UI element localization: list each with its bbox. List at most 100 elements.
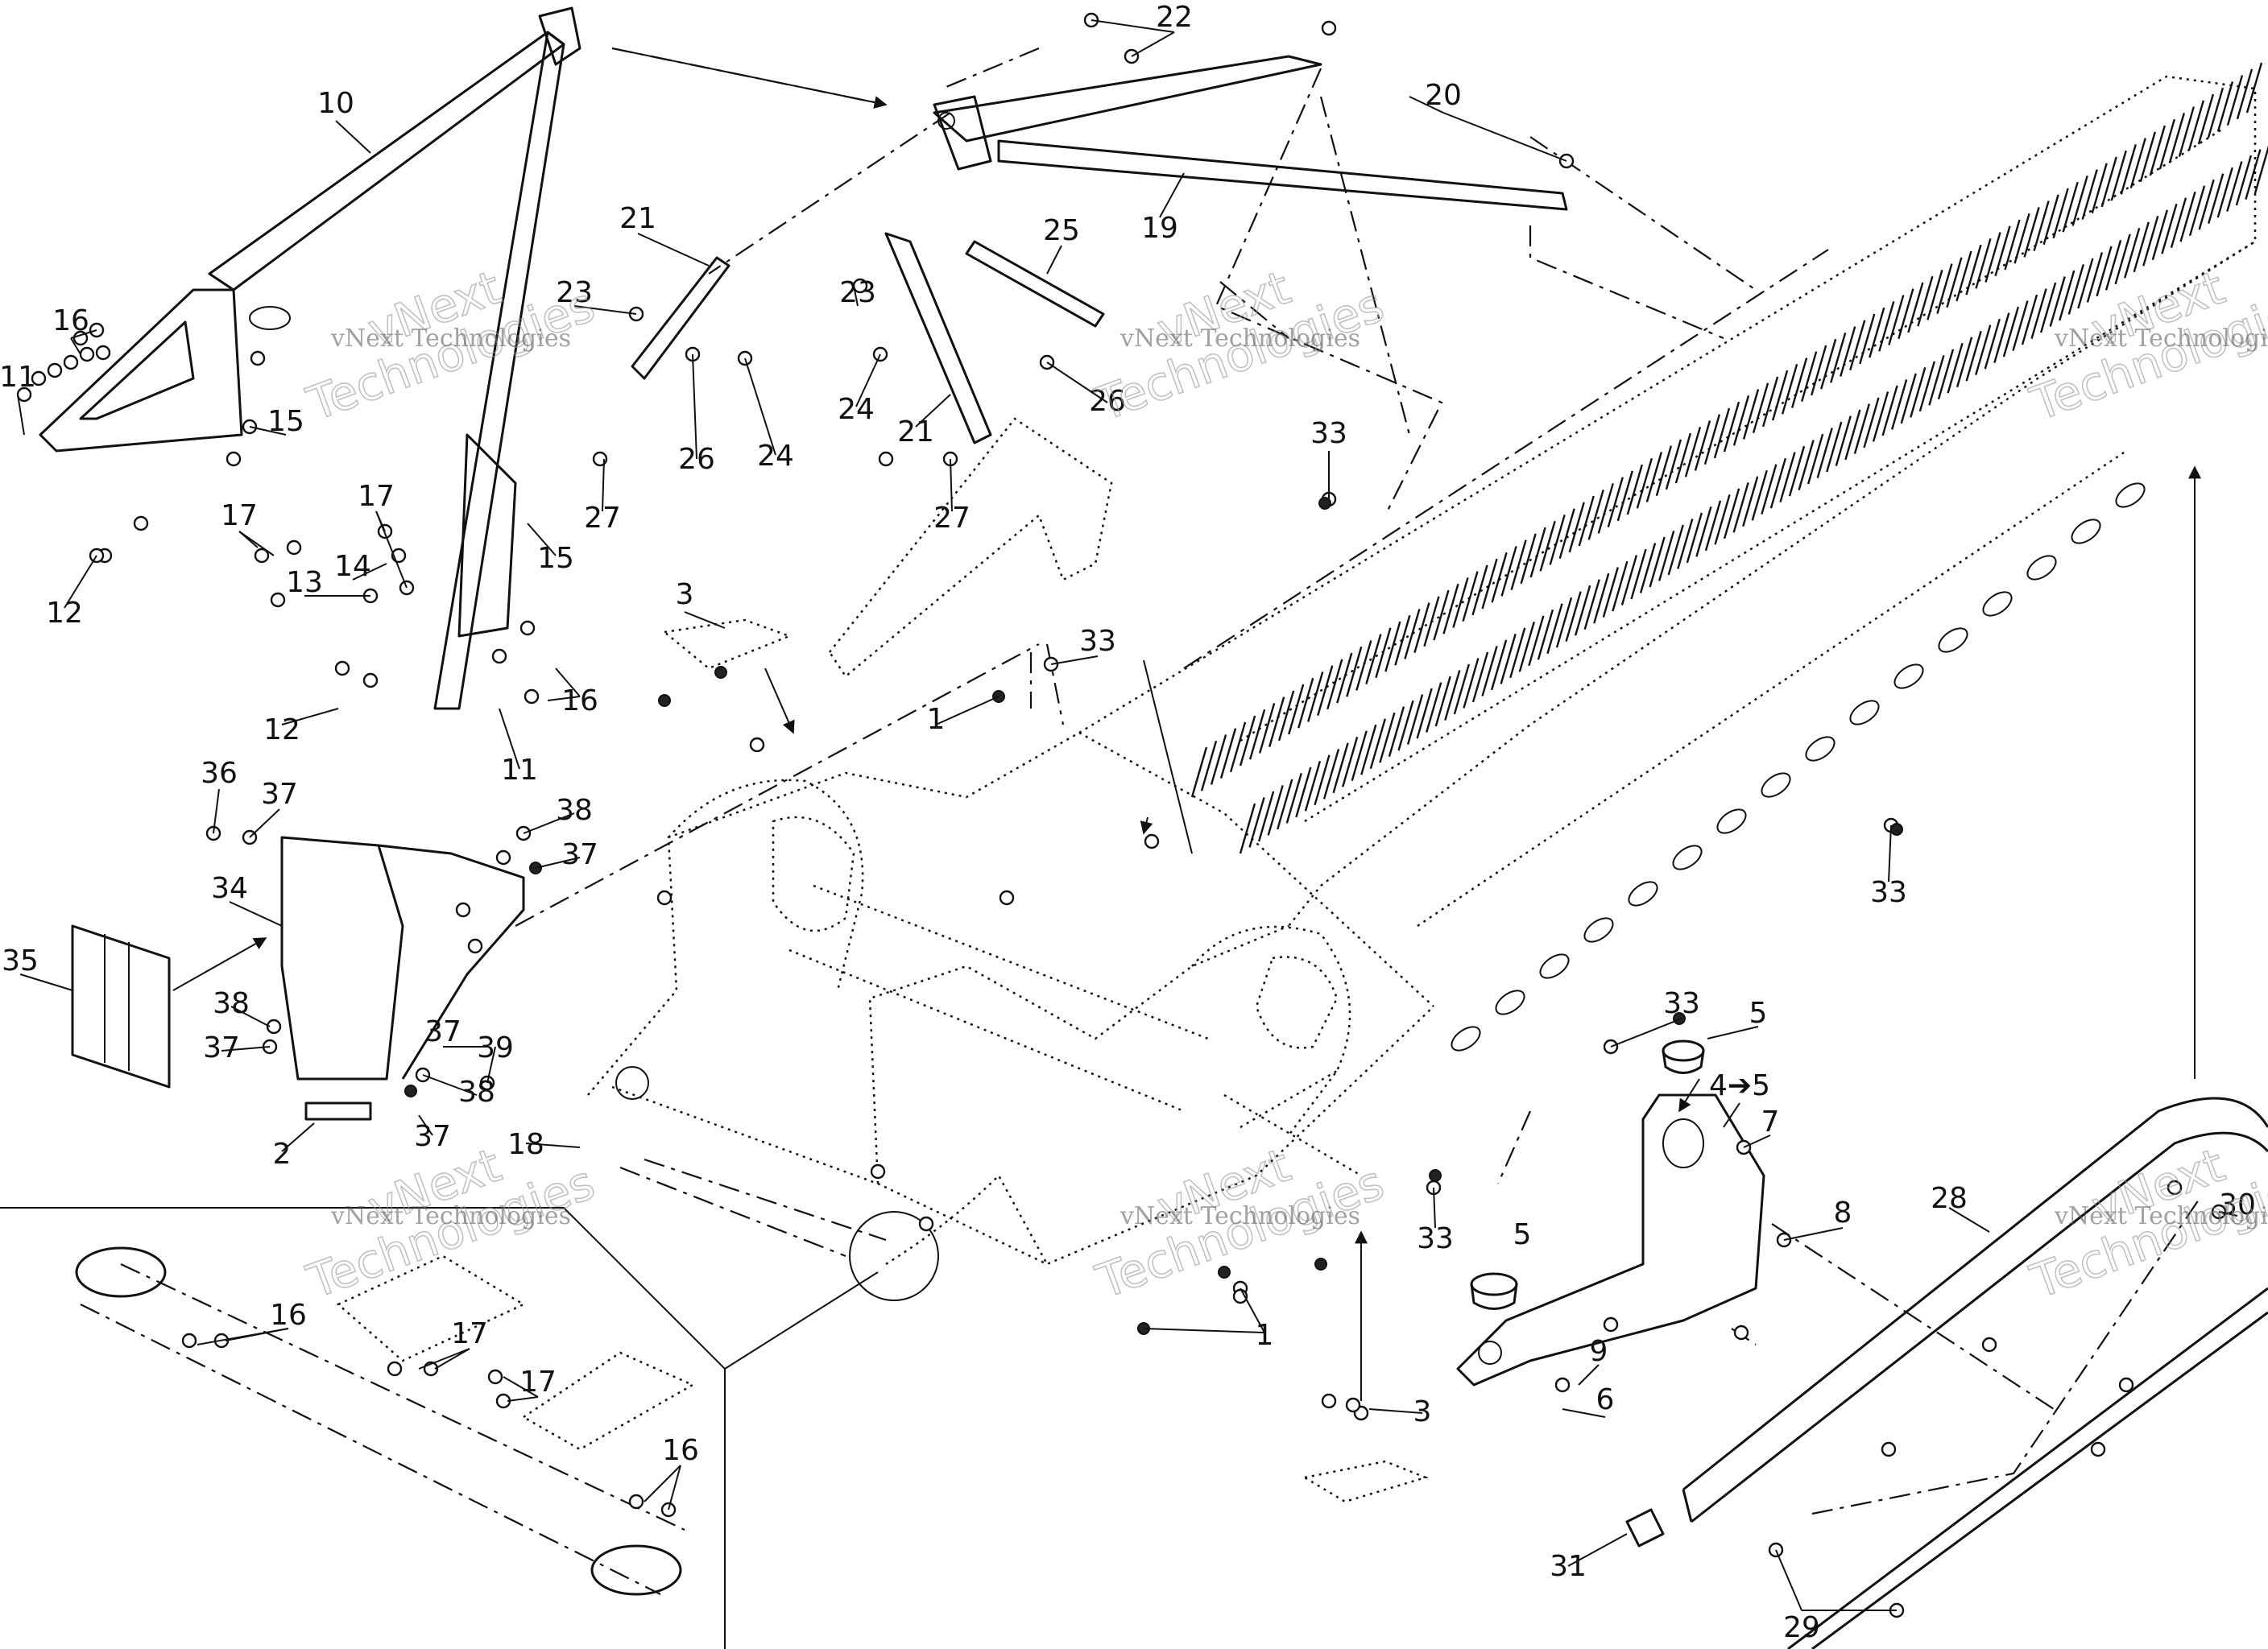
engine-mount-4 — [1456, 1093, 1765, 1387]
shaft-25 — [965, 240, 1105, 328]
callout-33: 33 — [1870, 876, 1907, 909]
callout-22: 22 — [1156, 1, 1193, 34]
callout-36: 36 — [201, 757, 238, 790]
callout-4-to-5: 4➔5 — [1709, 1069, 1770, 1102]
callout-24: 24 — [757, 440, 794, 473]
watermark-caption: vNext Technologies — [2054, 324, 2268, 353]
callout-20: 20 — [1425, 79, 1462, 112]
heat-shield-34 — [280, 836, 525, 1121]
callout-38: 38 — [556, 794, 593, 827]
bracket-21-right — [884, 232, 992, 444]
callout-7: 7 — [1761, 1106, 1780, 1139]
callout-18: 18 — [507, 1128, 544, 1161]
callout-26: 26 — [678, 443, 715, 476]
direction-arrows — [172, 48, 2201, 1401]
callout-15: 15 — [267, 405, 304, 438]
chassis-frame — [587, 731, 1434, 1301]
callout-14: 14 — [334, 550, 371, 583]
callout-21: 21 — [619, 202, 656, 235]
callout-38: 38 — [458, 1076, 495, 1109]
tunnel-assembly — [1078, 62, 2268, 1052]
callout-12: 12 — [263, 713, 300, 746]
callout-35: 35 — [2, 944, 39, 977]
callout-15: 15 — [537, 542, 574, 575]
callout-16: 16 — [270, 1299, 307, 1332]
callout-1: 1 — [927, 703, 946, 736]
callout-19: 19 — [1141, 212, 1178, 245]
callout-11: 11 — [501, 754, 538, 787]
rubber-mount-5-top — [1662, 1039, 1705, 1074]
callout-5: 5 — [1749, 997, 1768, 1030]
steering-support — [828, 417, 1113, 678]
callout-16: 16 — [662, 1434, 699, 1467]
callout-30: 30 — [2219, 1188, 2256, 1221]
callout-37: 37 — [424, 1015, 461, 1048]
callout-37: 37 — [203, 1031, 240, 1064]
callout-26: 26 — [1089, 385, 1126, 418]
skid-plate-3-upper — [662, 618, 793, 670]
callout-33: 33 — [1079, 625, 1116, 658]
callout-27: 27 — [584, 502, 621, 535]
callout-24: 24 — [838, 393, 875, 426]
callout-11: 11 — [0, 361, 36, 394]
steering-brace-19 — [933, 55, 1568, 211]
callout-12: 12 — [46, 597, 83, 630]
callout-21: 21 — [897, 415, 934, 448]
skid-plate-3-lower — [1302, 1460, 1429, 1503]
watermark-caption: vNext Technologies — [1120, 324, 1360, 353]
callout-27: 27 — [933, 502, 971, 535]
insulation-panel-35 — [71, 924, 171, 1089]
callout-6: 6 — [1596, 1383, 1615, 1416]
callout-23: 23 — [556, 276, 593, 309]
slide-rail-28 — [1682, 1097, 2268, 1649]
callout-16: 16 — [561, 684, 598, 717]
callout-37: 37 — [414, 1120, 451, 1153]
bracket-21-left — [631, 256, 730, 380]
callout-38: 38 — [213, 987, 250, 1020]
detail-inset — [0, 1207, 879, 1649]
watermark-caption: vNext Technologies — [330, 324, 571, 353]
callout-37: 37 — [261, 778, 298, 811]
heat-exchanger — [1190, 62, 2268, 854]
callout-8: 8 — [1834, 1196, 1852, 1230]
callout-2: 2 — [273, 1138, 292, 1171]
watermark-caption: vNext Technologies — [1120, 1202, 1360, 1230]
callout-34: 34 — [211, 872, 248, 905]
watermark-caption: vNext Technologies — [330, 1202, 571, 1230]
watermark-caption: vNext Technologies — [2054, 1202, 2268, 1230]
callout-17: 17 — [358, 480, 395, 513]
callout-17: 17 — [519, 1366, 557, 1399]
callout-29: 29 — [1783, 1611, 1820, 1644]
callout-23: 23 — [839, 276, 876, 309]
callout-5: 5 — [1513, 1218, 1532, 1251]
fasteners — [16, 12, 2227, 1618]
callout-33: 33 — [1310, 417, 1347, 450]
callout-17: 17 — [451, 1317, 488, 1350]
callout-31: 31 — [1550, 1550, 1587, 1583]
callout-25: 25 — [1043, 214, 1080, 247]
callout-10: 10 — [317, 87, 354, 120]
rail-stopper-31 — [1625, 1508, 1665, 1548]
callout-39: 39 — [477, 1031, 514, 1064]
callout-13: 13 — [286, 566, 323, 599]
callout-28: 28 — [1931, 1182, 1968, 1215]
callout-9: 9 — [1590, 1335, 1608, 1368]
tunnel-side-cutouts — [1451, 482, 2146, 1052]
callout-3: 3 — [676, 578, 694, 611]
callout-17: 17 — [221, 499, 258, 532]
callout-3: 3 — [1413, 1395, 1432, 1428]
callout-leaders — [17, 19, 2238, 1611]
callout-16: 16 — [52, 304, 89, 337]
a-frame-10 — [39, 6, 581, 710]
rubber-mount-5-bottom — [1470, 1272, 1518, 1310]
callout-33: 33 — [1417, 1222, 1454, 1255]
callout-1: 1 — [1256, 1319, 1274, 1352]
callout-33: 33 — [1663, 987, 1700, 1020]
callout-37: 37 — [561, 838, 598, 871]
